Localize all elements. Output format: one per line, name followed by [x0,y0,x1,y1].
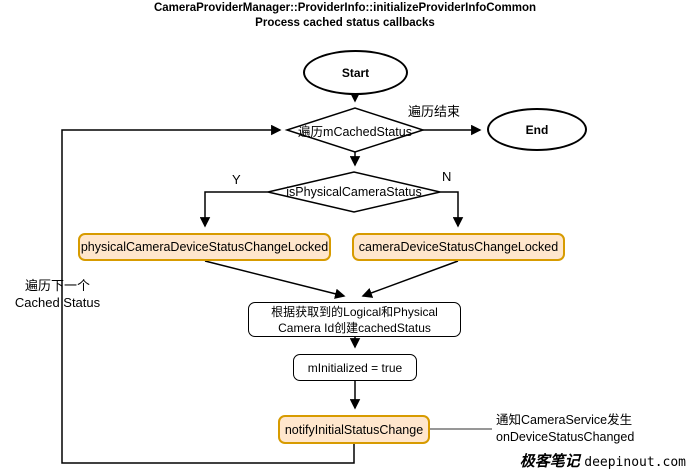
watermark-site: deepinout.com [584,455,686,470]
watermark: 极客笔记 deepinout.com [520,450,686,471]
no-label: N [442,169,452,184]
physical-decision-label: isPhysicalCameraStatus [286,185,422,199]
diagram-title-line2: Process cached status callbacks [255,17,435,29]
end-node: End [487,108,587,151]
physical-status-change-label: physicalCameraDeviceStatusChangeLocked [80,240,329,254]
edge-loopback [61,124,355,464]
minitialized-box: mInitialized = true [293,354,417,381]
edge-yes-branch [199,191,268,228]
minitialized-label: mInitialized = true [307,360,403,375]
start-node: Start [303,50,408,95]
edge-no-branch [440,191,464,228]
notify-side-note-line1: 通知CameraService发生 [496,413,633,427]
create-cached-status-line1: 根据获取到的Logical和Physical [271,304,438,319]
edge-physical-to-create [204,260,346,299]
notify-side-note: 通知CameraService发生 onDeviceStatusChanged [496,412,634,446]
next-cached-status-note: 遍历下一个 Cached Status [0,277,115,311]
notify-initial-status-label: notifyInitialStatusChange [284,422,424,437]
start-node-label: Start [341,65,370,80]
physical-status-change-box: physicalCameraDeviceStatusChangeLocked [78,233,331,261]
next-cached-status-line1: 遍历下一个 [24,278,90,293]
physical-decision-shape [267,171,441,213]
create-cached-status-line2: Camera Id创建cachedStatus [278,320,431,335]
camera-status-change-box: cameraDeviceStatusChangeLocked [352,233,565,261]
end-node-label: End [525,122,549,137]
loop-decision-shape [284,107,426,153]
watermark-brand: 极客笔记 [519,452,580,470]
notify-side-note-line2: onDeviceStatusChanged [496,430,635,444]
next-cached-status-line2: Cached Status [14,295,101,310]
yes-label: Y [232,172,241,187]
create-cached-status-label: 根据获取到的Logical和Physical Camera Id创建cached… [271,304,438,336]
create-cached-status-box: 根据获取到的Logical和Physical Camera Id创建cached… [248,302,461,337]
loop-decision-label: 遍历mCachedStatus [298,124,412,139]
loop-done-label: 遍历结束 [408,104,461,119]
camera-status-change-label: cameraDeviceStatusChangeLocked [358,240,559,254]
diagram-title-line1: CameraProviderManager::ProviderInfo::ini… [153,2,537,14]
edge-camera-to-create [361,260,459,298]
notify-initial-status-box: notifyInitialStatusChange [278,415,430,444]
